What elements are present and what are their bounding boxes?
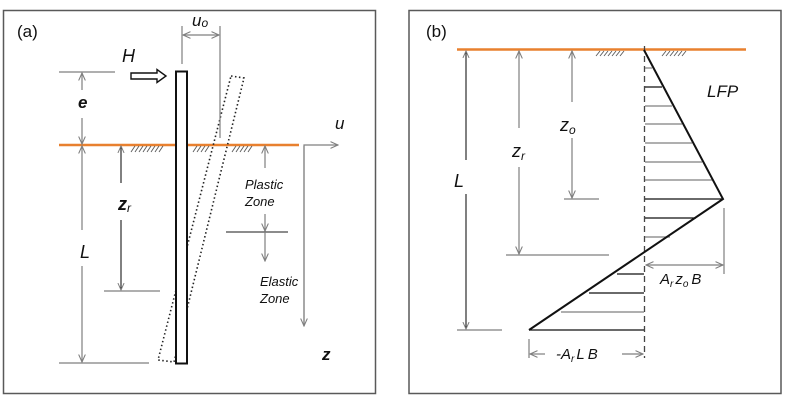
L-label-b: L xyxy=(454,171,464,191)
zr-label: zr xyxy=(117,194,132,215)
u-axis-label: u xyxy=(335,114,345,133)
lfp-hatch-negative xyxy=(529,273,644,331)
L-label: L xyxy=(80,242,90,262)
zr-label-b: zr xyxy=(511,141,526,163)
panel-b-frame xyxy=(408,9,782,395)
horizontal-load-arrow xyxy=(130,68,168,84)
panel-b-label: (b) xyxy=(426,22,447,41)
horizontal-load-label: H xyxy=(122,46,136,66)
u0-label: uo xyxy=(192,11,208,30)
plastic-zone-label: Plastic Zone xyxy=(244,177,287,209)
panel-a-frame xyxy=(2,9,377,395)
ground-hatch-b xyxy=(595,50,687,57)
panel-a: (a) H uo e xyxy=(2,9,377,395)
panel-a-label: (a) xyxy=(17,22,38,41)
ground-hatch xyxy=(130,145,253,153)
pile xyxy=(175,70,188,365)
lfp-profile-line xyxy=(528,49,725,331)
lfp-label: LFP xyxy=(707,82,739,101)
e-label: e xyxy=(78,93,87,112)
panel-b: (b) xyxy=(408,9,782,395)
displaced-pile-outline xyxy=(156,75,245,363)
z-axis-label: z xyxy=(321,345,331,364)
elastic-zone-label: Elastic Zone xyxy=(259,274,302,306)
zo-label-b: zo xyxy=(559,115,576,137)
